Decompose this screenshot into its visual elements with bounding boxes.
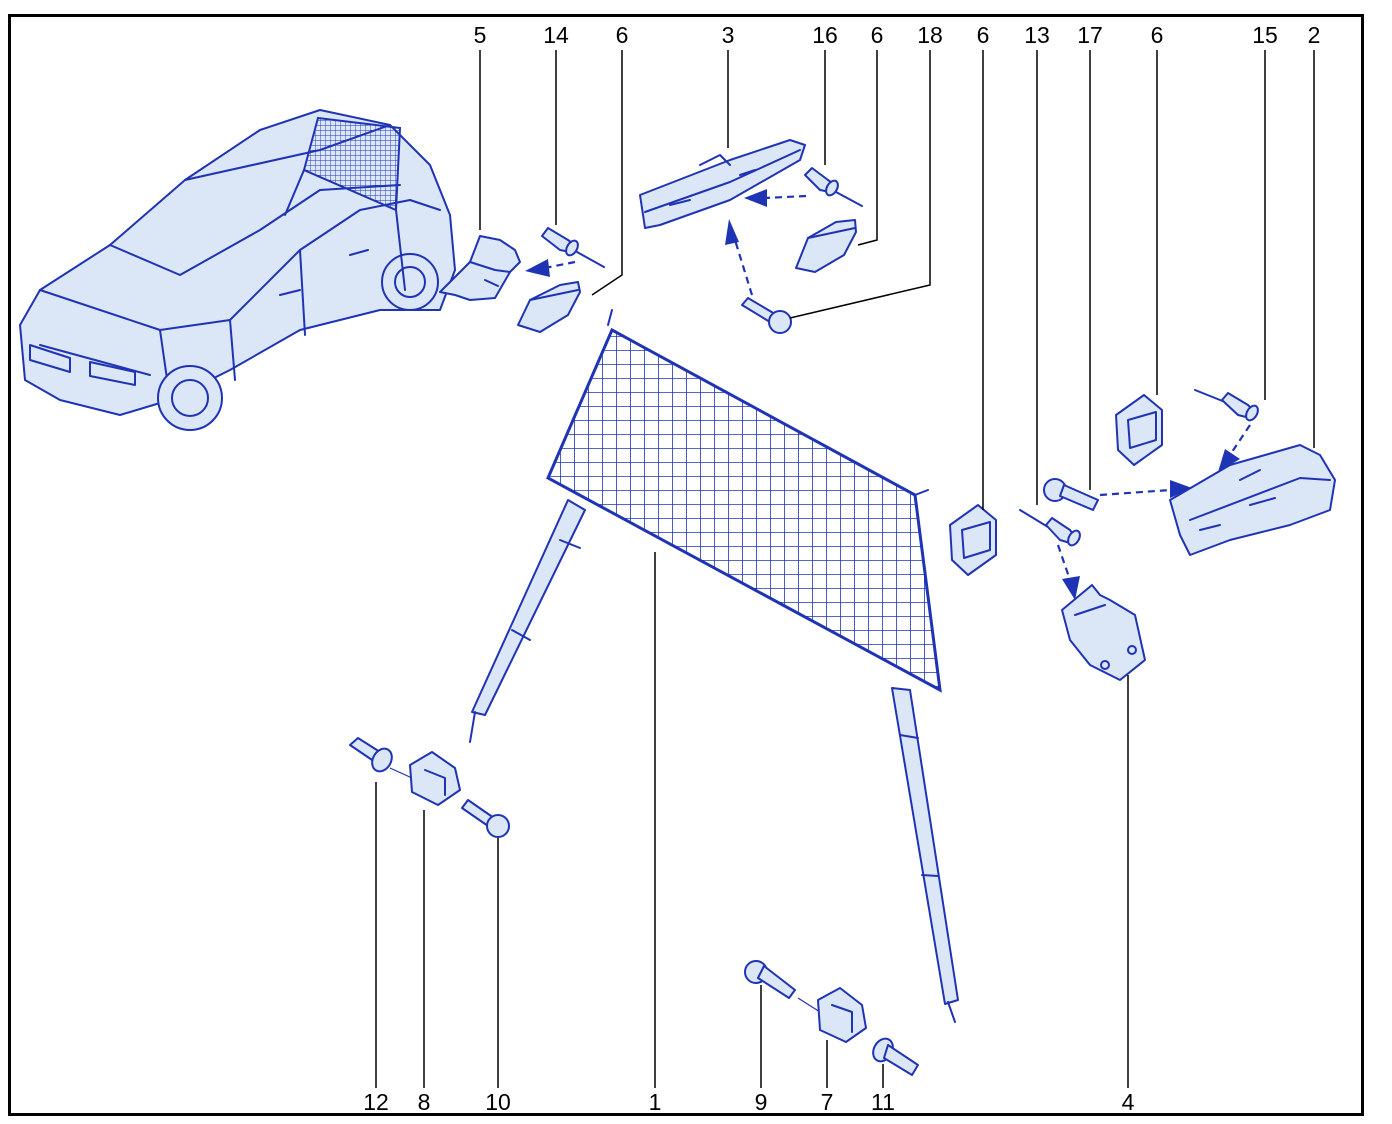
leader-lines (375, 50, 1315, 1088)
callout-4: 4 (1121, 1089, 1135, 1115)
part-4-bracket (1061, 584, 1146, 681)
callout-6d: 6 (1150, 22, 1164, 48)
callout-16: 16 (812, 22, 838, 48)
callout-7: 7 (820, 1089, 834, 1115)
car-illustration (19, 109, 456, 431)
part-6-cover-a (517, 281, 581, 333)
callout-6c: 6 (976, 22, 990, 48)
part-16-rivet (804, 167, 863, 207)
part-10-bolt (461, 799, 510, 838)
part-18-bolt (741, 297, 792, 334)
part-2-bracket (1169, 444, 1336, 556)
callout-5: 5 (473, 22, 487, 48)
part-13-rivet (1019, 509, 1081, 547)
callout-2: 2 (1307, 22, 1321, 48)
part-5-bracket (439, 235, 521, 301)
callout-3: 3 (721, 22, 735, 48)
part-6-cover-b (795, 219, 857, 273)
callout-18: 18 (917, 22, 943, 48)
part-6-cover-d (1115, 394, 1163, 466)
callout-12: 12 (363, 1089, 389, 1115)
callout-17: 17 (1077, 22, 1103, 48)
callout-13: 13 (1024, 22, 1050, 48)
part-17-bolt (1043, 478, 1099, 511)
callout-8: 8 (417, 1089, 431, 1115)
callout-10: 10 (485, 1089, 511, 1115)
part-9-bolt (744, 960, 796, 999)
callout-6b: 6 (870, 22, 884, 48)
part-1-cargo-net (469, 309, 959, 1023)
part-6-cover-c (949, 504, 997, 576)
part-15-rivet (1194, 389, 1259, 422)
part-7-clip (817, 987, 867, 1043)
callout-11: 11 (871, 1089, 895, 1115)
callout-1: 1 (648, 1089, 662, 1115)
part-14-rivet (541, 227, 605, 268)
callout-9: 9 (754, 1089, 768, 1115)
callout-14: 14 (543, 22, 569, 48)
part-11-pin (872, 1037, 919, 1076)
callout-6a: 6 (615, 22, 629, 48)
part-3-rail (639, 139, 806, 229)
part-12-pin (349, 737, 393, 773)
part-8-clip (409, 751, 461, 806)
callout-15: 15 (1252, 22, 1278, 48)
